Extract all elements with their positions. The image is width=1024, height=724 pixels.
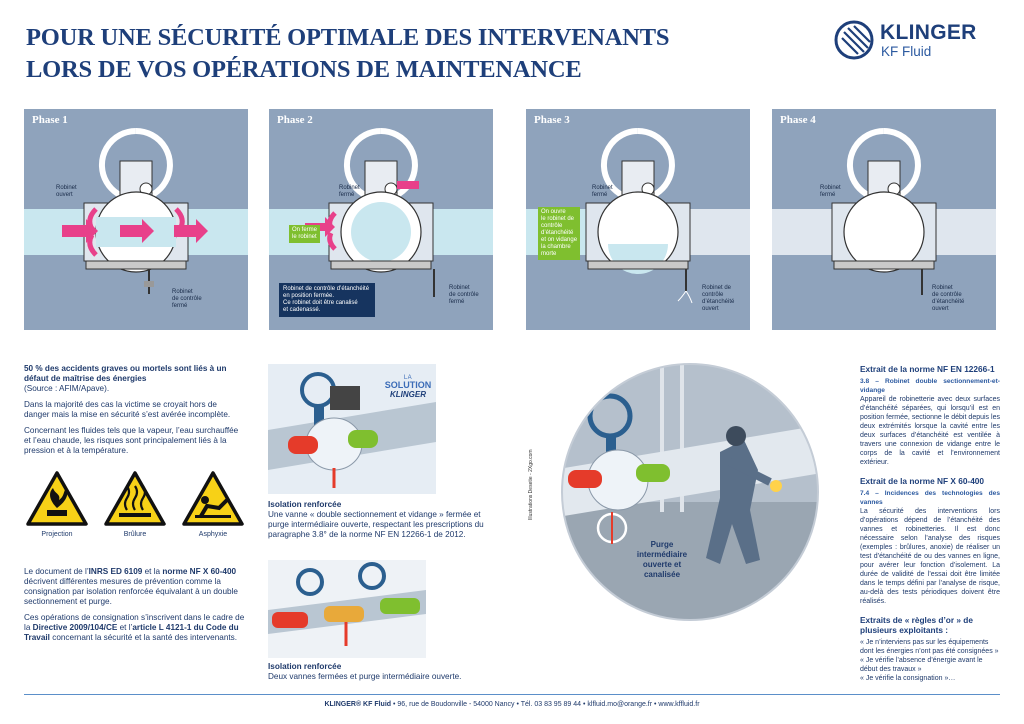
illustration-double-block-valve: LA SOLUTION KLINGER <box>268 364 436 494</box>
klinger-logo: KLINGER KF Fluid <box>834 20 1004 64</box>
hazard-label: Projection <box>41 531 73 538</box>
hazard-signs: Projection Brûlure Asphyxie <box>24 470 250 550</box>
navy-note-box: Robinet de contrôle d’étanchéité en posi… <box>279 283 375 317</box>
norm-subheading: 3.8 – Robinet double sectionnement-et-vi… <box>860 378 1000 394</box>
logo-sub: KF Fluid <box>881 44 932 59</box>
label-control-valve: Robinet de contrôle fermé <box>449 285 479 305</box>
double-block-valve-image <box>268 364 436 494</box>
klinger-logo-icon <box>834 20 874 60</box>
footer: KLINGER® KF Fluid • 96, rue de Boudonvil… <box>0 701 1024 708</box>
purge-label: Purge intermédiaire ouverte et canalisée <box>636 540 688 579</box>
illustration-credit: Illustrations Desetie - 2Xgo.com <box>528 449 534 520</box>
caption-title: Isolation renforcée <box>268 500 342 509</box>
valve-diagram-4 <box>772 128 996 295</box>
norm-text: La sécurité des interventions lors d’opé… <box>860 508 1000 605</box>
hazard-asphyxia: Asphyxie <box>180 470 246 538</box>
intro-paragraph-2: Dans la majorité des cas la victime se c… <box>24 400 231 419</box>
asphyxiation-icon <box>182 471 244 526</box>
valve-diagram-1 <box>24 128 248 294</box>
two-valves-image <box>268 560 426 658</box>
norm-text: Appareil de robinetterie avec deux surfa… <box>860 396 1000 466</box>
badge-line-1: LA <box>403 375 413 381</box>
badge-line-3: KLINGER <box>390 390 426 399</box>
label-valve-state: Robinet fermé <box>820 185 841 198</box>
maintenance-scene-illustration <box>561 363 819 621</box>
norm-heading: Extrait de la norme NF EN 12266-1 <box>860 364 995 374</box>
hazard-burn: Brûlure <box>102 470 168 538</box>
norm-x-60-400: Extrait de la norme NF X 60-400 7.4 – In… <box>860 476 1000 606</box>
intro-text: 50 % des accidents graves ou mortels son… <box>24 364 244 462</box>
regulation-text: Le document de l’INRS ED 6109 et la norm… <box>24 567 248 649</box>
phase-title: Phase 1 <box>32 114 68 126</box>
golden-rules: Extraits de « règles d’or » de plusieurs… <box>860 615 1000 683</box>
logo-brand: KLINGER <box>880 21 977 44</box>
hazard-label: Asphyxie <box>198 531 228 538</box>
illustration-two-valves <box>268 560 426 658</box>
label-valve-state: Robinet ouvert <box>56 185 77 198</box>
rule-item: « Je vérifie l’absence d’énergie avant l… <box>860 657 983 673</box>
intro-paragraph-3: Concernant les fluides tels que la vapeu… <box>24 426 239 455</box>
green-instruction-box: On ouvre le robinet de contrôle d’étanch… <box>538 207 581 260</box>
label-control-valve: Robinet de contrôle d’étanchéité ouvert <box>932 285 965 312</box>
hazard-label: Brûlure <box>123 531 147 538</box>
rule-item: « Je vérifie la consignation »… <box>860 675 956 682</box>
title-line-1: POUR UNE SÉCURITÉ OPTIMALE DES INTERVENA… <box>26 24 670 51</box>
phase-panel-3: Phase 3 Robinet fermé On ouvre le robine… <box>526 109 750 330</box>
phase-panel-1: Phase 1 Robinet ouvert Robinet de contrô… <box>24 109 248 330</box>
label-control-valve: Robinet de contrôle d’étanchéité ouvert <box>702 285 735 312</box>
label-valve-state: Robinet fermé <box>592 185 613 198</box>
norm-en-12266: Extrait de la norme NF EN 12266-1 3.8 – … <box>860 364 1000 467</box>
phase-panel-2: Phase 2 Robinet fermé On ferme le robine… <box>269 109 493 330</box>
rule-item: « Je n’interviens pas sur les équipement… <box>860 639 999 655</box>
footer-contact: • 96, rue de Boudonville - 54000 Nancy •… <box>391 701 700 708</box>
footer-divider <box>24 694 1000 695</box>
norm-heading: Extrait de la norme NF X 60-400 <box>860 476 985 486</box>
accident-source: (Source : AFIM/Apave). <box>24 384 110 393</box>
title-line-2: LORS DE VOS OPÉRATIONS DE MAINTENANCE <box>26 56 582 83</box>
rules-heading: Extraits de « règles d’or » de plusieurs… <box>860 615 973 635</box>
caption-text: Une vanne « double sectionnement et vida… <box>268 510 484 539</box>
phase-title: Phase 4 <box>780 114 816 126</box>
projection-warning-icon <box>26 471 88 526</box>
caption-title: Isolation renforcée <box>268 662 342 671</box>
phase-panel-4: Phase 4 Robinet fermé Robinet de contrôl… <box>772 109 996 330</box>
phase-title: Phase 3 <box>534 114 570 126</box>
label-control-valve: Robinet de contrôle fermé <box>172 289 202 309</box>
accident-stat: 50 % des accidents graves ou mortels son… <box>24 364 227 383</box>
norms-column: Extrait de la norme NF EN 12266-1 3.8 – … <box>860 364 1000 692</box>
caption-isolation-1: Isolation renforcée Une vanne « double s… <box>268 500 490 540</box>
label-valve-state: Robinet fermé <box>339 185 360 198</box>
caption-text: Deux vannes fermées et purge intermédiai… <box>268 672 462 681</box>
directive-paragraph: Ces opérations de consignation s’inscriv… <box>24 613 245 642</box>
page-title: POUR UNE SÉCURITÉ OPTIMALE DES INTERVENA… <box>26 22 786 86</box>
inrs-paragraph: Le document de l’INRS ED 6109 et la norm… <box>24 567 238 606</box>
valve-diagram-2 <box>269 128 493 297</box>
klinger-solution-badge: LA SOLUTION KLINGER <box>381 375 435 413</box>
green-instruction-box: On ferme le robinet <box>289 225 321 243</box>
caption-isolation-2: Isolation renforcée Deux vannes fermées … <box>268 662 490 682</box>
hazard-projection: Projection <box>24 470 90 538</box>
phase-title: Phase 2 <box>277 114 313 126</box>
badge-line-2: SOLUTION <box>384 380 432 390</box>
footer-brand: KLINGER® KF Fluid <box>324 701 392 708</box>
hot-surface-icon <box>104 471 166 526</box>
norm-subheading: 7.4 – Incidences des technologies des va… <box>860 490 1000 506</box>
